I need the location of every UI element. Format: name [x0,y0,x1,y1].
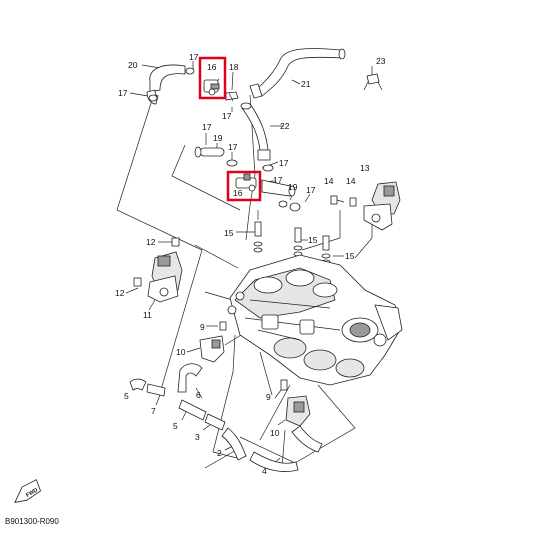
highlight-box-lower-16 [226,170,262,202]
clip-17 [148,67,195,102]
callout-23: 23 [376,56,386,66]
sensor-13 [363,181,401,231]
callout-13: 13 [360,163,370,173]
joint-18 [225,91,239,102]
fitting-23 [363,73,383,91]
hose-5-upper [129,378,147,391]
callout-15-c: 15 [345,251,355,261]
callout-6: 6 [196,390,201,400]
fwd-label: FWD [25,487,39,498]
callout-17-e: 17 [279,158,289,168]
callout-17-g: 17 [306,185,316,195]
hose-19-right [261,179,296,197]
leader-lines [116,61,373,469]
callout-14-b: 14 [346,176,356,186]
callout-labels: 20 17 16 18 23 21 17 17 22 17 19 17 17 1… [115,52,386,476]
screw-9-lower [280,379,288,391]
callout-10-upper: 10 [176,347,186,357]
pipe-3 [178,399,226,431]
callout-2: 2 [217,448,222,458]
callout-17: 17 [189,52,199,62]
hose-22 [240,102,271,161]
screw-14 [330,195,357,207]
callout-22: 22 [280,121,290,131]
hose-2 [221,427,247,461]
callout-20: 20 [128,60,138,70]
diagram-code: B901300-R090 [5,517,59,526]
sensor-10-upper [199,335,225,363]
callout-9-upper: 9 [200,322,205,332]
callout-17-f: 17 [273,175,283,185]
callout-21: 21 [301,79,311,89]
sensor-11 [147,251,183,303]
callout-17-d: 17 [228,142,238,152]
screws-12 [133,237,180,287]
callout-5-upper: 5 [124,391,129,401]
screw-9-upper [219,321,227,331]
callout-19-left: 19 [213,133,223,143]
callout-15-b: 15 [308,235,318,245]
callout-16-upper: 16 [207,62,217,72]
throttle-body-assembly [227,254,403,386]
hose-21 [249,48,346,99]
callout-17-left: 17 [118,88,128,98]
fwd-arrow-icon: FWD [14,479,42,503]
clip-17-mid [226,159,288,208]
callout-15-a: 15 [224,228,234,238]
callout-17-b: 17 [222,111,232,121]
sensor-10-lower [285,395,311,427]
screws-15 [253,221,331,265]
callout-4: 4 [262,466,267,476]
clip-17-right [289,202,301,212]
callout-19-right: 19 [288,182,298,192]
callout-12-upper: 12 [146,237,156,247]
callout-16-lower: 16 [233,188,243,198]
callout-18: 18 [229,62,239,72]
callout-12-lower: 12 [115,288,125,298]
callout-14-a: 14 [324,176,334,186]
callout-10-lower: 10 [270,428,280,438]
callout-3: 3 [195,432,200,442]
sensor-16-lower [235,173,257,192]
hose-6 [177,363,203,393]
hose-4 [249,425,323,472]
sensor-16-upper [203,79,220,96]
callout-17-c: 17 [202,122,212,132]
callout-11: 11 [143,310,152,320]
hose-19-left [194,146,225,158]
callout-7: 7 [151,406,156,416]
fitting-7 [146,383,166,397]
highlight-box-upper-16 [198,56,227,100]
callout-9-lower: 9 [266,392,271,402]
callout-5-lower: 5 [173,421,178,431]
